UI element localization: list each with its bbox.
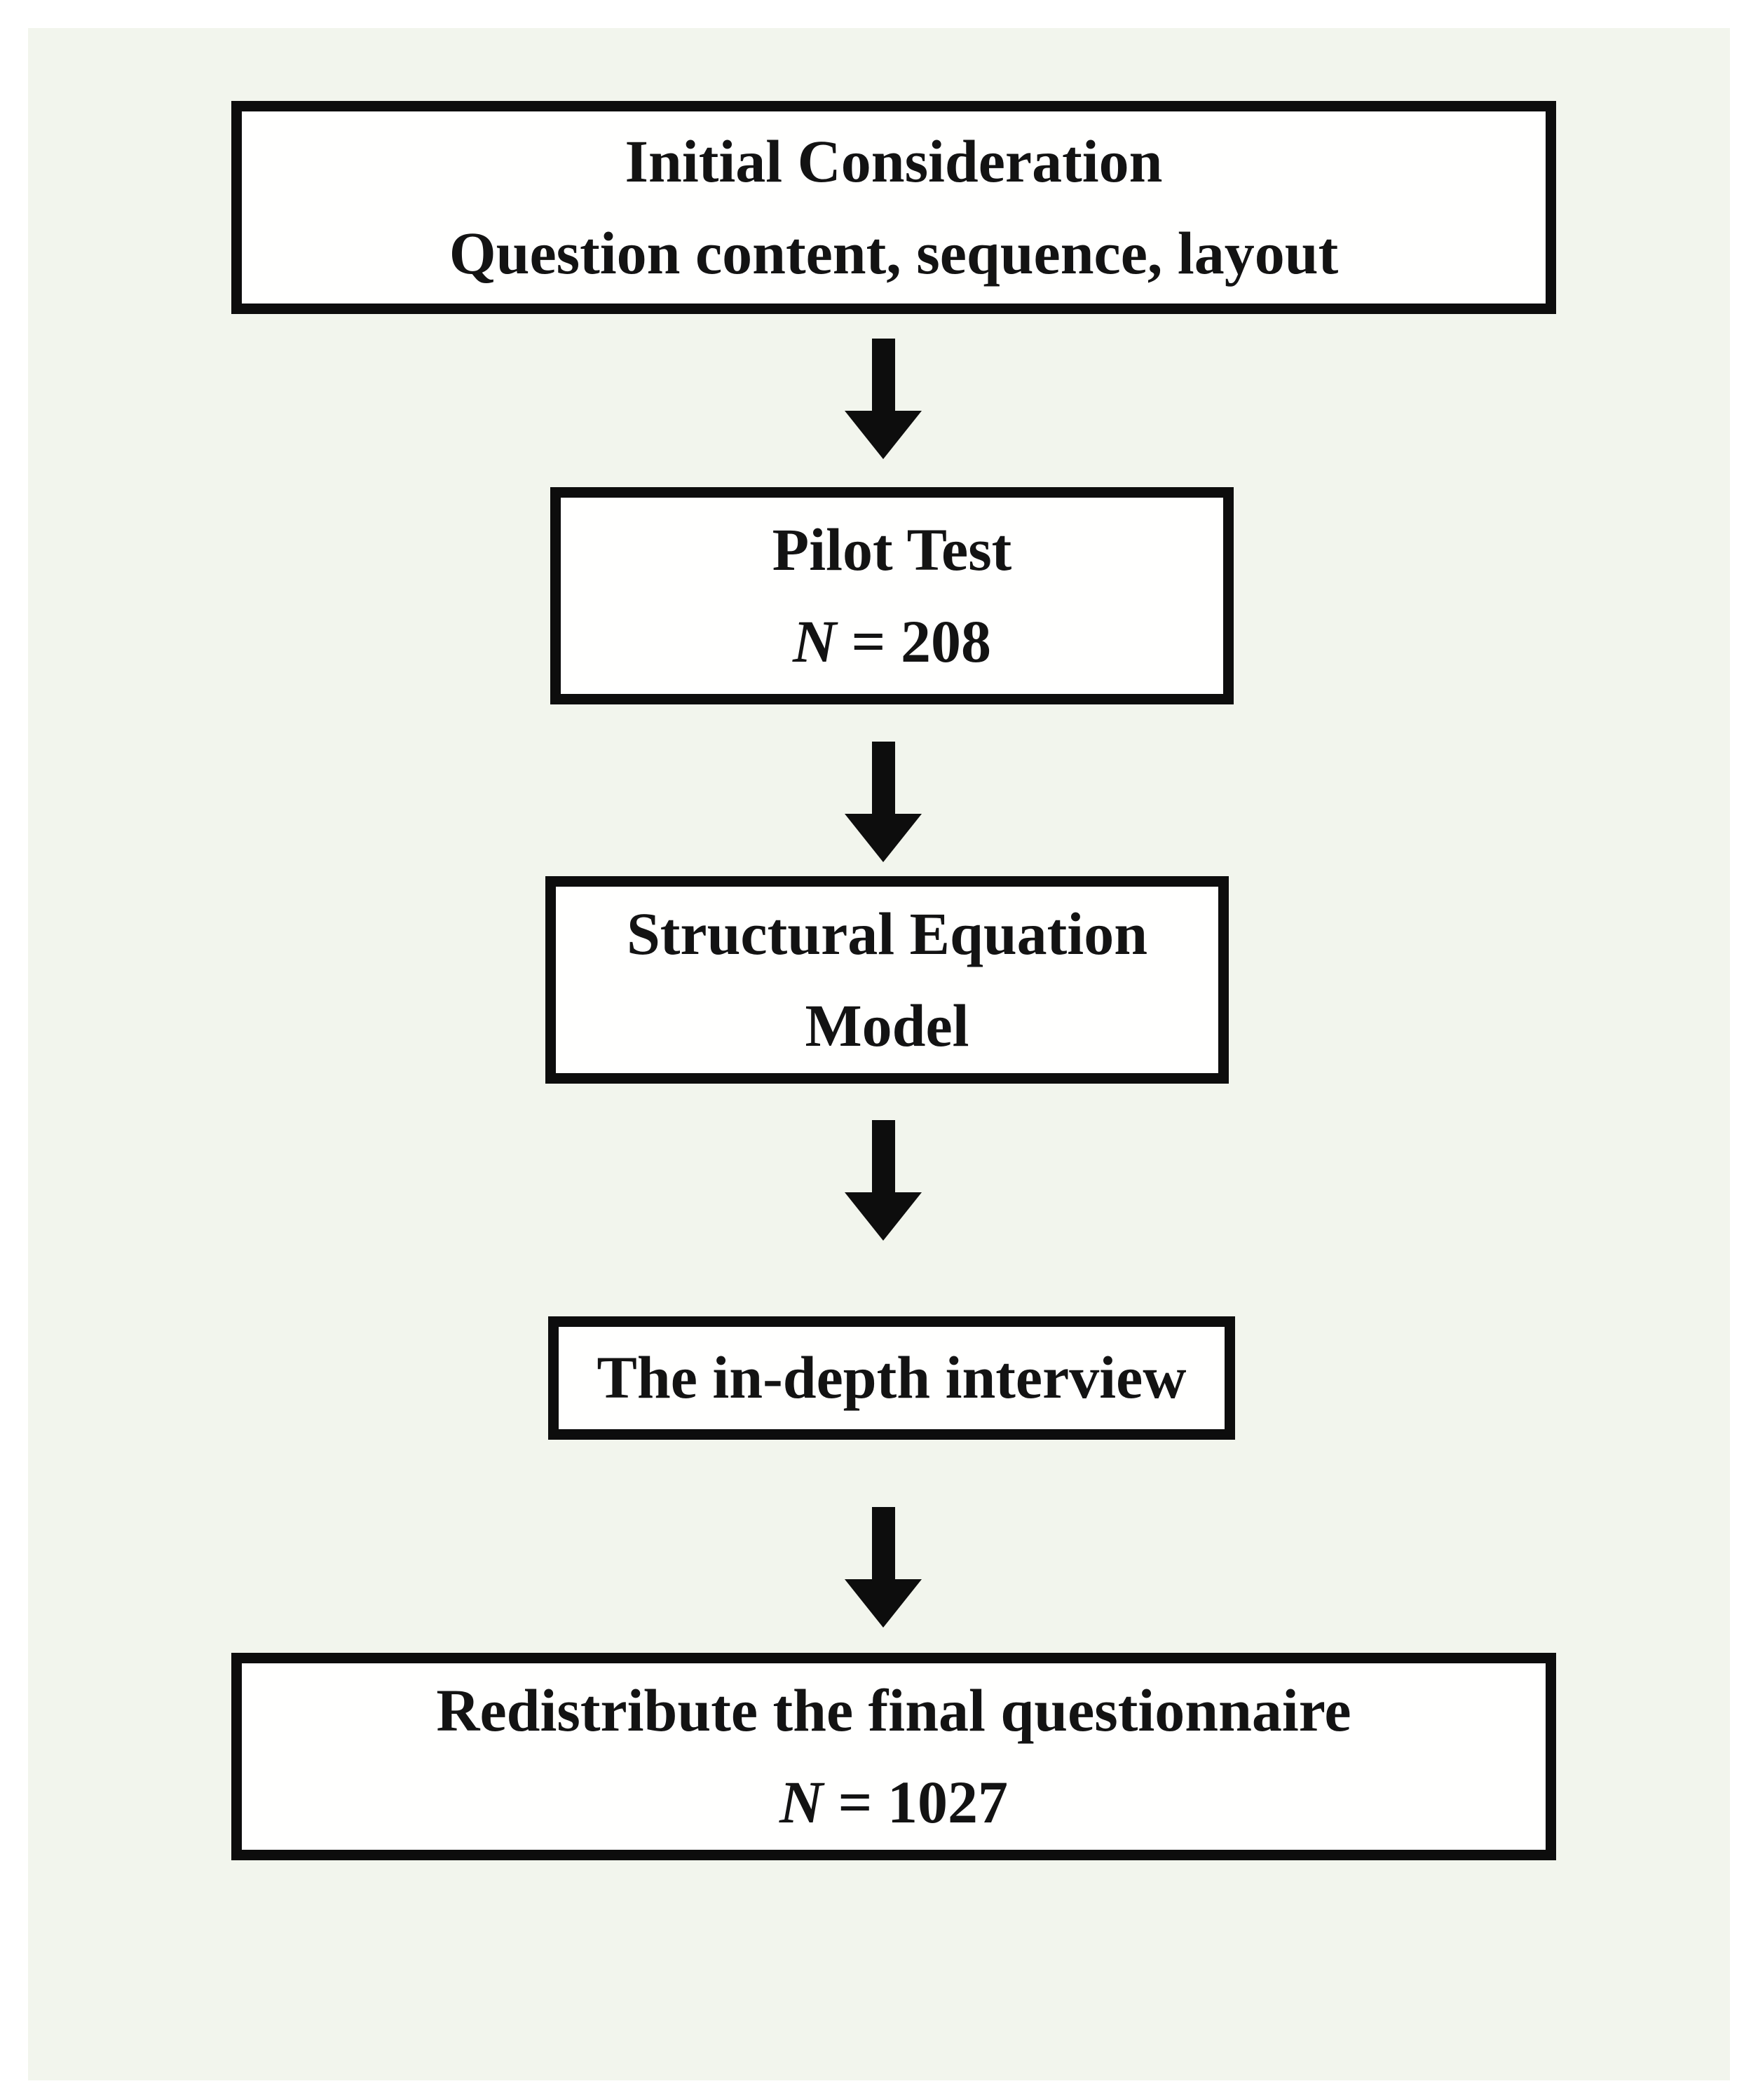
down-arrow-icon xyxy=(845,1120,922,1241)
down-arrow-icon xyxy=(845,339,922,459)
flow-node-initial-consideration: Initial Consideration Question content, … xyxy=(231,101,1556,314)
n-symbol: N xyxy=(792,608,837,675)
arrow-shaft xyxy=(871,339,895,411)
down-arrow-icon xyxy=(845,1507,922,1628)
node-subtitle: Model xyxy=(805,992,969,1059)
arrow-shaft xyxy=(871,742,895,814)
flow-node-in-depth-interview: The in-depth interview xyxy=(548,1316,1235,1440)
node-title: The in-depth interview xyxy=(597,1344,1187,1412)
down-arrow-icon xyxy=(845,742,922,862)
arrow-head xyxy=(845,1192,922,1241)
node-sample-size: N = 208 xyxy=(793,606,991,677)
node-title: Initial Consideration xyxy=(625,127,1163,195)
flow-node-redistribute-final-questionnaire: Redistribute the final questionnaire N =… xyxy=(231,1653,1556,1860)
arrow-head xyxy=(845,411,922,459)
node-title: Redistribute the final questionnaire xyxy=(436,1676,1351,1744)
n-value: = 1027 xyxy=(823,1768,1009,1836)
node-title: Pilot Test xyxy=(772,515,1012,583)
arrow-head xyxy=(845,814,922,862)
flow-node-structural-equation-model: Structural Equation Model xyxy=(545,876,1229,1084)
node-subtitle: Question content, sequence, layout xyxy=(449,219,1339,287)
node-title: Structural Equation xyxy=(626,899,1148,967)
node-sample-size: N = 1027 xyxy=(779,1767,1008,1838)
flow-node-pilot-test: Pilot Test N = 208 xyxy=(550,487,1234,704)
arrow-shaft xyxy=(871,1507,895,1579)
arrow-shaft xyxy=(871,1120,895,1192)
n-symbol: N xyxy=(779,1768,824,1836)
n-value: = 208 xyxy=(836,608,992,675)
arrow-head xyxy=(845,1579,922,1628)
